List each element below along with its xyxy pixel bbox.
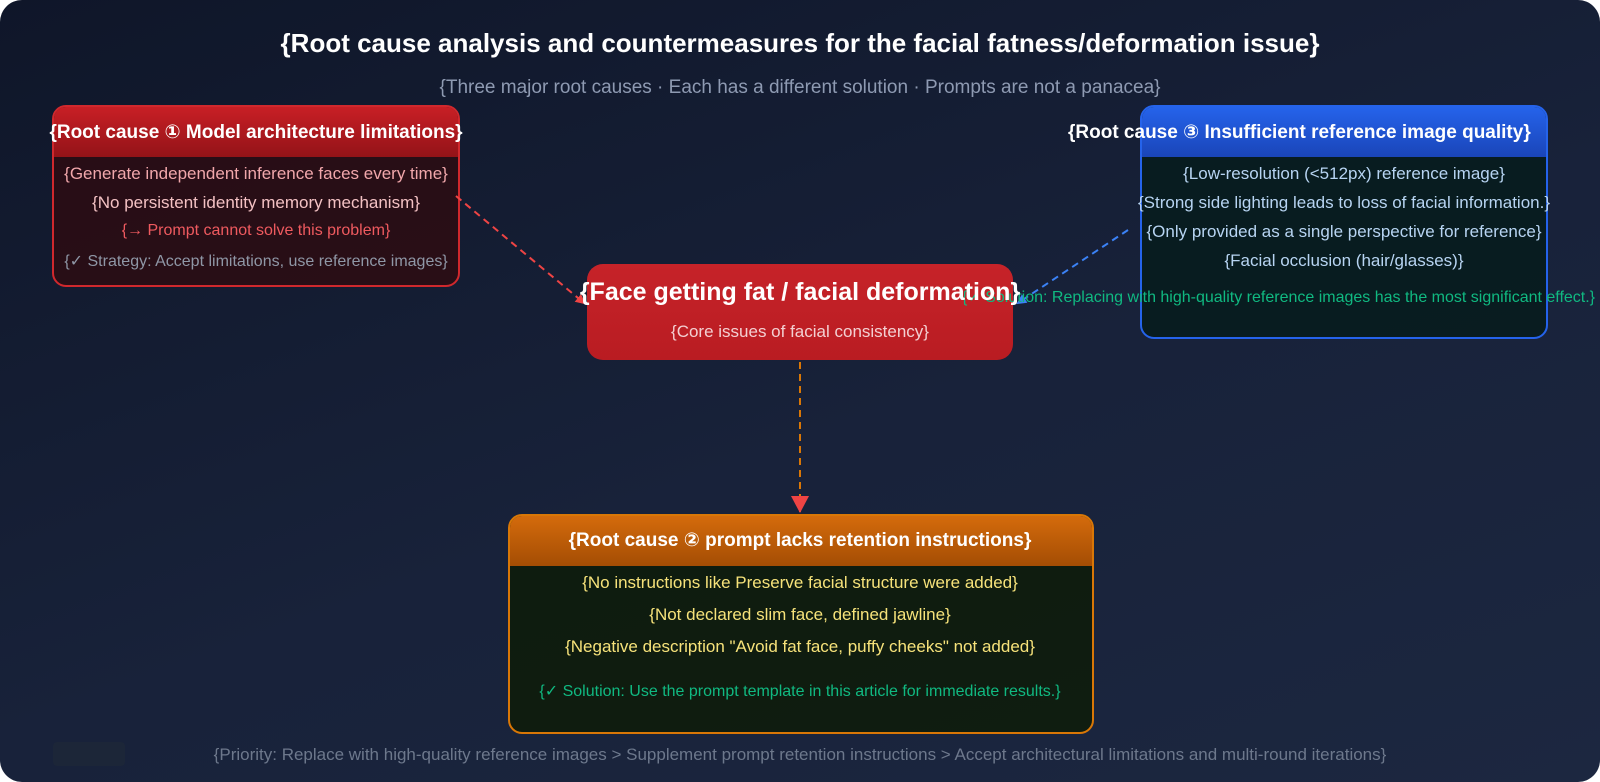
arrow-cause3-to-issue (1016, 229, 1129, 305)
root-cause-1-title: {Root cause ① Model architecture limitat… (49, 122, 463, 143)
root-cause-1-box (52, 105, 460, 287)
diagram-title: {Root cause analysis and countermeasures… (280, 28, 1320, 58)
root-cause-2-header (510, 516, 1092, 566)
root-cause-3-solution: {✓ Solution: Replacing with high-quality… (962, 289, 1596, 306)
root-cause-2-item: {Negative description "Avoid fat face, p… (565, 637, 1035, 656)
root-cause-3-item: {Low-resolution (<512px) reference image… (1183, 164, 1505, 183)
arrow-cause1-to-issue (455, 195, 586, 305)
root-cause-3-title: {Root cause ③ Insufficient reference ima… (1068, 122, 1531, 143)
footer-accent-bar (53, 742, 125, 766)
arrow-issue-to-cause2-head (791, 496, 809, 513)
root-cause-2-title: {Root cause ② prompt lacks retention ins… (568, 530, 1032, 551)
diagram-subtitle: {Three major root causes · Each has a di… (439, 77, 1161, 98)
priority-footer: {Priority: Replace with high-quality ref… (213, 745, 1387, 764)
root-cause-1-item: {No persistent identity memory mechanism… (92, 193, 420, 212)
root-cause-1-item: {Generate independent inference faces ev… (64, 164, 448, 183)
root-cause-3-box (1140, 105, 1548, 339)
root-cause-2-item: {No instructions like Preserve facial st… (582, 573, 1018, 592)
root-cause-3-header (1142, 107, 1546, 157)
root-cause-1-header (54, 107, 458, 157)
root-cause-3-item: {Strong side lighting leads to loss of f… (1137, 193, 1551, 212)
root-cause-3-item: {Only provided as a single perspective f… (1146, 222, 1542, 241)
central-issue-title: {Face getting fat / facial deformation} (579, 278, 1021, 306)
root-cause-1-note: {→ Prompt cannot solve this problem} (121, 222, 391, 239)
central-issue-box (587, 264, 1013, 360)
root-cause-2-solution: {✓ Solution: Use the prompt template in … (539, 683, 1061, 700)
root-cause-2-item: {Not declared slim face, defined jawline… (649, 605, 951, 624)
root-cause-1-strategy: {✓ Strategy: Accept limitations, use ref… (64, 253, 448, 270)
central-issue-subtitle: {Core issues of facial consistency} (671, 322, 929, 341)
root-cause-2-box (508, 514, 1094, 734)
root-cause-3-item: {Facial occlusion (hair/glasses)} (1224, 251, 1464, 270)
